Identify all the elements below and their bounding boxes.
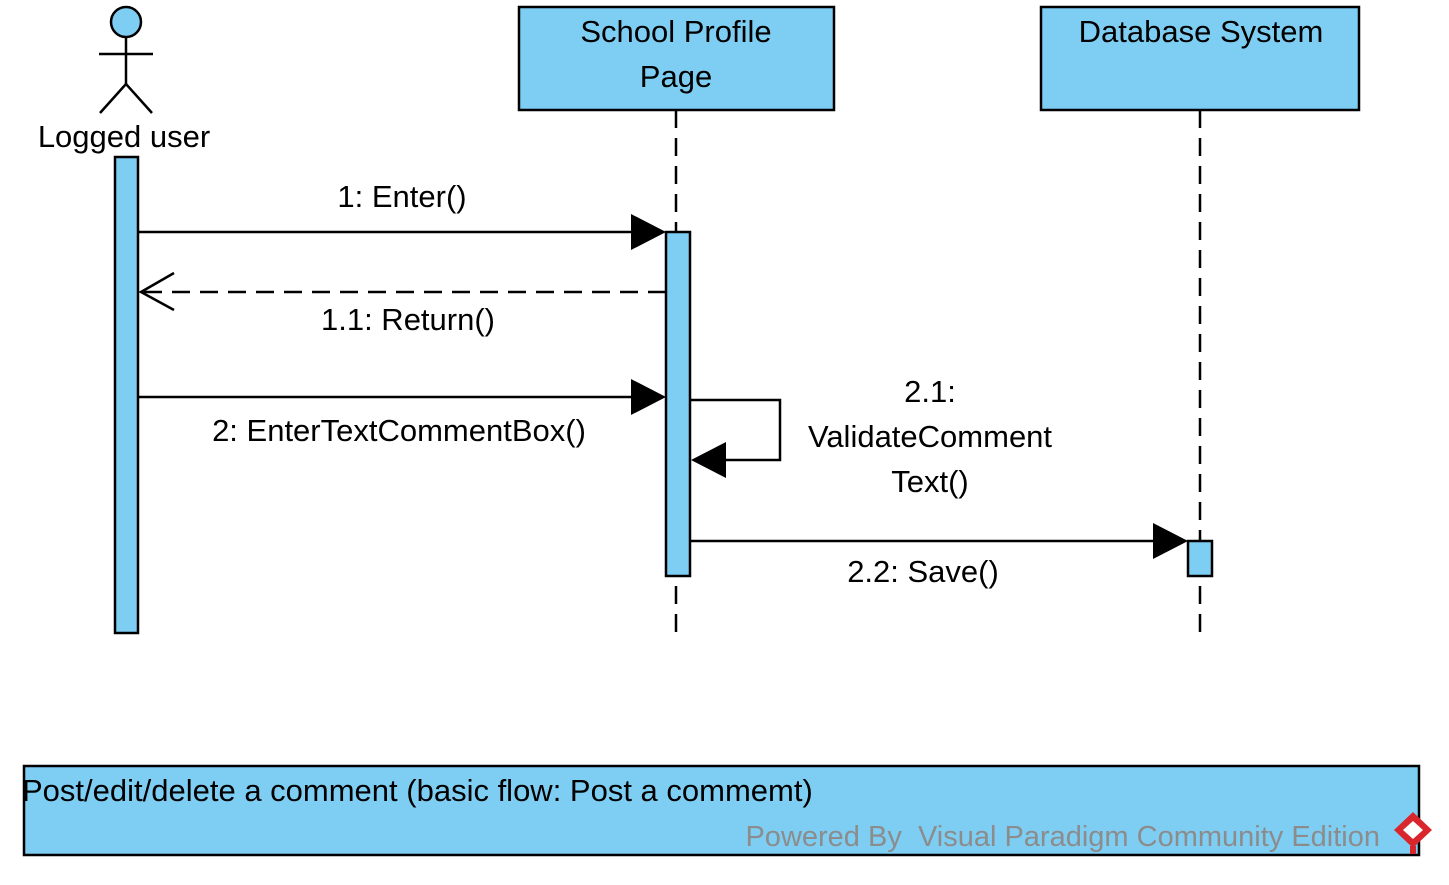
filled-arrowhead	[1153, 523, 1188, 559]
lifeline-header-label: School Profile	[580, 14, 771, 49]
lifeline-header-box	[517, 5, 836, 112]
message-label: ValidateComment	[808, 419, 1052, 454]
message-save[interactable]: 2.2: Save()	[690, 523, 1188, 589]
filled-arrowhead	[691, 442, 726, 478]
visual-paradigm-logo-icon	[1394, 812, 1432, 854]
filled-arrowhead	[631, 379, 666, 415]
actor-activation-bar[interactable]	[113, 155, 140, 635]
actor-name-label: Logged user	[38, 119, 210, 154]
diagram-footer: Post/edit/delete a comment (basic flow: …	[22, 764, 1432, 857]
message-label: Text()	[891, 464, 969, 499]
self-message-line	[690, 398, 782, 462]
message-label: 1: Enter()	[337, 179, 466, 214]
message-label: 2.1:	[904, 374, 956, 409]
activation-bar-school-profile-page[interactable]	[664, 230, 692, 578]
message-enter[interactable]: 1: Enter()	[138, 179, 666, 250]
message-return[interactable]: 1.1: Return()	[138, 271, 666, 337]
watermark-text: Powered By Visual Paradigm Community Edi…	[745, 821, 1380, 853]
message-label: 2.2: Save()	[847, 554, 999, 589]
actor-head	[109, 5, 143, 39]
lifeline-header-label: Database System	[1079, 14, 1324, 49]
message-enter-text-comment-box[interactable]: 2: EnterTextCommentBox()	[138, 379, 666, 448]
lifeline-school-profile-page[interactable]: School Profile Page	[517, 5, 836, 112]
lifeline-database-system[interactable]: Database System	[1039, 5, 1361, 112]
actor-logged-user[interactable]: Logged user	[38, 5, 210, 154]
activation-bar-database-system[interactable]	[1186, 539, 1214, 578]
lifeline-header-label: Page	[640, 59, 712, 94]
diagram-title: Post/edit/delete a comment (basic flow: …	[22, 773, 813, 808]
message-label: 1.1: Return()	[321, 302, 495, 337]
message-label: 2: EnterTextCommentBox()	[212, 413, 586, 448]
open-arrowhead	[138, 271, 175, 312]
actor-left-leg	[99, 83, 127, 114]
filled-arrowhead	[631, 214, 666, 250]
actor-right-leg	[125, 83, 153, 114]
lifeline-header-box	[1039, 5, 1361, 112]
footer-box	[22, 764, 1421, 857]
message-validate-comment-text[interactable]: 2.1: ValidateComment Text()	[690, 374, 1052, 499]
